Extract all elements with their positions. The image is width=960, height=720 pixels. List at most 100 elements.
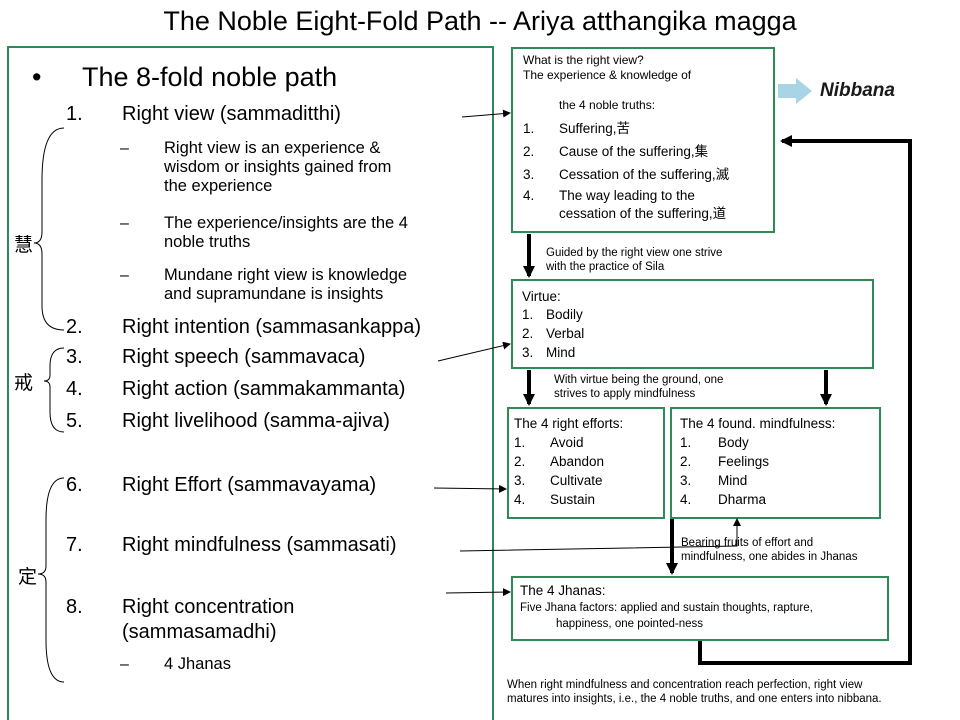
truth-4-text: The way leading to the: [559, 188, 695, 203]
sub-3-line-2: and supramundane is insights: [164, 285, 384, 303]
item-3-num: 3.: [66, 346, 83, 368]
sub-1-dash: –: [120, 140, 129, 157]
item-8-label: Right concentration: [122, 596, 295, 618]
arrow-concentration: [445, 588, 511, 597]
jhanas-line-1: Five Jhana factors: applied and sustain …: [520, 602, 813, 614]
group-concentration-label: 定: [18, 566, 38, 588]
efforts-heading: The 4 right efforts:: [514, 416, 624, 431]
bracket-wisdom: [33, 127, 65, 331]
effort-4-text: Sustain: [550, 492, 596, 507]
virtue-2-num: 2.: [522, 326, 534, 341]
item-5-num: 5.: [66, 410, 83, 432]
caption-sila-line-1: Guided by the right view one strive: [546, 247, 723, 259]
mind-4-num: 4.: [680, 492, 692, 507]
item-8-num: 8.: [66, 596, 83, 618]
right-view-box: [511, 47, 775, 233]
mindfulness-heading: The 4 found. mindfulness:: [680, 416, 836, 431]
mindfulness-box: [670, 407, 881, 519]
sub-2-line-2: noble truths: [164, 233, 251, 251]
item-2-num: 2.: [66, 316, 83, 338]
truth-3-text: Cessation of the suffering,滅: [559, 167, 730, 182]
mind-3-text: Mind: [718, 473, 748, 488]
truth-4-text-2: cessation of the suffering,道: [559, 206, 727, 221]
caption-sila: Guided by the right view one strive with…: [546, 246, 722, 274]
effort-3-text: Cultivate: [550, 473, 603, 488]
truth-3-num: 3.: [523, 167, 535, 182]
sub-3-dash: –: [120, 267, 129, 284]
truth-2-num: 2.: [523, 144, 535, 159]
sub-2-line-1: The experience/insights are the 4: [164, 214, 408, 232]
jhanas-box: [511, 576, 889, 641]
arrow-right-view: [461, 109, 511, 118]
flow-jhanas-to-view: [698, 135, 912, 665]
efforts-box: [507, 407, 665, 519]
arrow-virtue: [437, 341, 511, 362]
footer-note: When right mindfulness and concentration…: [507, 678, 882, 706]
truth-2-text: Cause of the suffering,集: [559, 144, 709, 159]
virtue-1-num: 1.: [522, 307, 534, 322]
sub-1-line-3: the experience: [164, 177, 273, 195]
mind-2-text: Feelings: [718, 454, 770, 469]
effort-2-text: Abandon: [550, 454, 605, 469]
virtue-1-text: Bodily: [546, 307, 583, 322]
sub-4-dash: –: [120, 656, 129, 673]
effort-3-num: 3.: [514, 473, 526, 488]
caption-virtue-line-1: With virtue being the ground, one: [554, 374, 724, 386]
item-3-label: Right speech (sammavaca): [122, 346, 366, 368]
virtue-2-text: Verbal: [546, 326, 585, 341]
sub-1: Right view is an experience & wisdom or …: [164, 139, 391, 196]
item-2-label: Right intention (sammasankappa): [122, 316, 422, 338]
item-4-label: Right action (sammakammanta): [122, 378, 406, 400]
sub-2-dash: –: [120, 215, 129, 232]
jhanas-heading: The 4 Jhanas:: [520, 583, 606, 598]
truth-1-num: 1.: [523, 121, 535, 136]
jhanas-line-2: happiness, one pointed-ness: [556, 618, 704, 630]
mind-2-num: 2.: [680, 454, 692, 469]
footer-line-1: When right mindfulness and concentration…: [507, 679, 863, 691]
truth-4-num: 4.: [523, 188, 535, 203]
left-heading: The 8-fold noble path: [82, 62, 338, 92]
nibbana-label: Nibbana: [820, 80, 895, 101]
arrow-effort: [433, 484, 507, 493]
item-6-label: Right Effort (sammavayama): [122, 474, 377, 496]
item-6-num: 6.: [66, 474, 83, 496]
item-1-label: Right view (sammaditthi): [122, 103, 341, 125]
item-7-num: 7.: [66, 534, 83, 556]
arrow-mindfulness: [459, 518, 741, 552]
caption-jhanas-line-2: mindfulness, one abides in Jhanas: [681, 551, 858, 563]
effort-2-num: 2.: [514, 454, 526, 469]
item-8-label-2: (sammasamadhi): [122, 621, 277, 643]
truth-1-text: Suffering,苦: [559, 121, 631, 136]
bracket-virtue: [43, 347, 65, 433]
caption-jhanas: Bearing fruits of effort and mindfulness…: [681, 536, 857, 564]
sub-2: The experience/insights are the 4 noble …: [164, 214, 408, 252]
right-view-box-line-2: The experience & knowledge of: [523, 68, 692, 82]
item-4-num: 4.: [66, 378, 83, 400]
effort-1-text: Avoid: [550, 435, 584, 450]
sub-4-line-1: 4 Jhanas: [164, 655, 231, 673]
item-5-label: Right livelihood (samma-ajiva): [122, 410, 390, 432]
page-title: The Noble Eight-Fold Path -- Ariya attha…: [163, 6, 797, 36]
group-virtue-label: 戒: [14, 372, 34, 394]
virtue-heading: Virtue:: [522, 289, 561, 304]
item-1-num: 1.: [66, 103, 83, 125]
caption-virtue: With virtue being the ground, one strive…: [554, 373, 723, 401]
sub-4: 4 Jhanas: [164, 655, 231, 674]
bracket-concentration: [37, 477, 65, 683]
sub-3-line-1: Mundane right view is knowledge: [164, 266, 408, 284]
left-panel: [7, 46, 494, 720]
mind-4-text: Dharma: [718, 492, 767, 507]
mind-1-num: 1.: [680, 435, 692, 450]
mind-1-text: Body: [718, 435, 749, 450]
item-7-label: Right mindfulness (sammasati): [122, 534, 397, 556]
caption-virtue-line-2: strives to apply mindfulness: [554, 388, 696, 400]
footer-line-2: matures into insights, i.e., the 4 noble…: [507, 693, 882, 705]
effort-1-num: 1.: [514, 435, 526, 450]
right-view-box-line-1: What is the right view?: [523, 53, 644, 67]
virtue-3-text: Mind: [546, 345, 576, 360]
virtue-3-num: 3.: [522, 345, 534, 360]
caption-sila-line-2: with the practice of Sila: [546, 261, 665, 273]
sub-1-line-2: wisdom or insights gained from: [164, 158, 392, 176]
virtue-box: [511, 279, 874, 369]
